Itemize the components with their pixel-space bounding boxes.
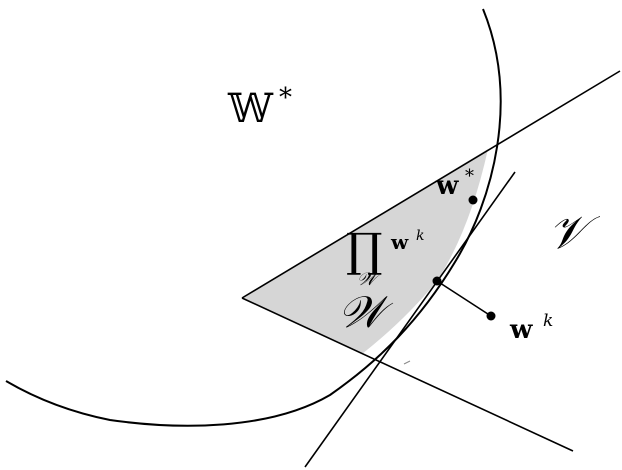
projection-prod-symbol: ∏ <box>346 223 383 277</box>
point-wk-sup: k <box>543 311 553 331</box>
projection-prod-subscript: 𝒲 <box>357 269 380 290</box>
point-wk-dot <box>486 311 496 321</box>
projection-arg-label: w <box>390 230 409 254</box>
region-bb-w-sup: * <box>279 83 292 113</box>
lower-boundary-line <box>241 297 574 452</box>
projection-segment <box>436 280 492 317</box>
circle-arc-wstar-boundary <box>5 8 502 427</box>
point-wstar-dot <box>468 195 478 205</box>
region-bb-w-label: 𝕎 <box>227 86 274 132</box>
tangent-line <box>304 171 516 468</box>
point-wk-label: w <box>509 315 533 345</box>
tick-mark <box>403 360 411 365</box>
region-v-label: 𝒱 <box>548 205 601 259</box>
upper-boundary-line <box>241 70 621 299</box>
projection-point-dot <box>432 276 442 286</box>
point-wstar-sup: * <box>465 166 474 187</box>
feasible-region-w-shading <box>242 149 488 354</box>
projection-arg-sup: k <box>416 228 424 244</box>
point-wstar-label: w <box>435 171 459 201</box>
